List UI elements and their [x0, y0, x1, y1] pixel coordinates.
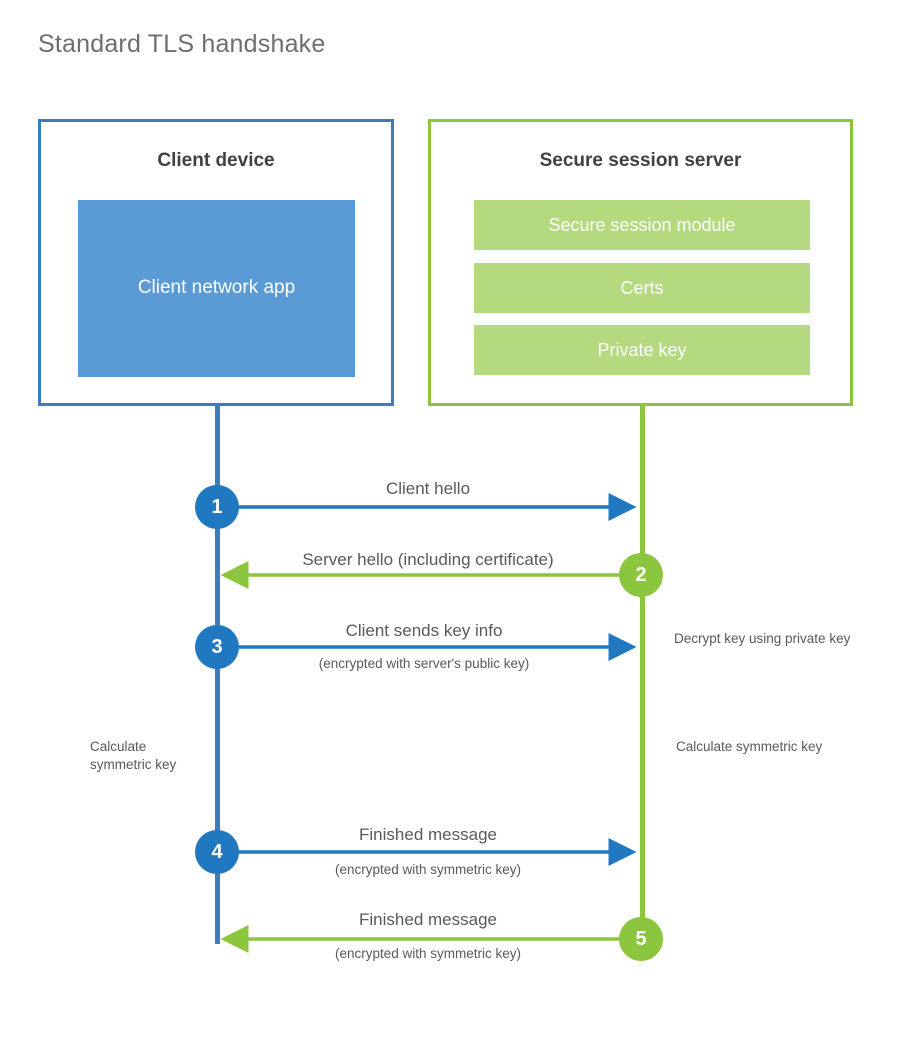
- client-device-box: Client device Client network app: [38, 119, 394, 406]
- message-label-step-1: Client hello: [385, 479, 471, 498]
- message-label-step-5: Finished message: [359, 910, 497, 929]
- note-calculate-symmetric-key-client: Calculate symmetric key: [90, 739, 177, 773]
- secure-session-server-box: Secure session server Secure session mod…: [428, 119, 853, 406]
- secure-session-server-title: Secure session server: [539, 150, 742, 171]
- client-device-title: Client device: [157, 150, 275, 171]
- step-marker-2[interactable]: 2: [619, 553, 663, 597]
- server-module-private-key: Private key: [474, 325, 810, 375]
- message-sublabel-step-3: (encrypted with server's public key): [318, 656, 530, 671]
- step-marker-5[interactable]: 5: [619, 917, 663, 961]
- message-label-step-4: Finished message: [359, 825, 497, 844]
- page-title: Standard TLS handshake: [38, 30, 326, 58]
- client-network-app-block: Client network app: [78, 200, 355, 377]
- message-label-step-3: Client sends key info: [345, 621, 503, 640]
- step-marker-1[interactable]: 1: [195, 485, 239, 529]
- server-module-secure-session-module: Secure session module: [474, 200, 810, 250]
- note-decrypt-key: Decrypt key using private key: [674, 631, 851, 646]
- message-label-step-2: Server hello (including certificate): [302, 550, 554, 569]
- note-calculate-symmetric-key-server: Calculate symmetric key: [676, 739, 823, 754]
- step-marker-3[interactable]: 3: [195, 625, 239, 669]
- server-lifeline: [640, 403, 645, 940]
- message-sublabel-step-5: (encrypted with symmetric key): [334, 946, 522, 961]
- step-marker-4[interactable]: 4: [195, 830, 239, 874]
- server-module-certs: Certs: [474, 263, 810, 313]
- message-sublabel-step-4: (encrypted with symmetric key): [334, 862, 522, 877]
- client-lifeline: [215, 403, 220, 944]
